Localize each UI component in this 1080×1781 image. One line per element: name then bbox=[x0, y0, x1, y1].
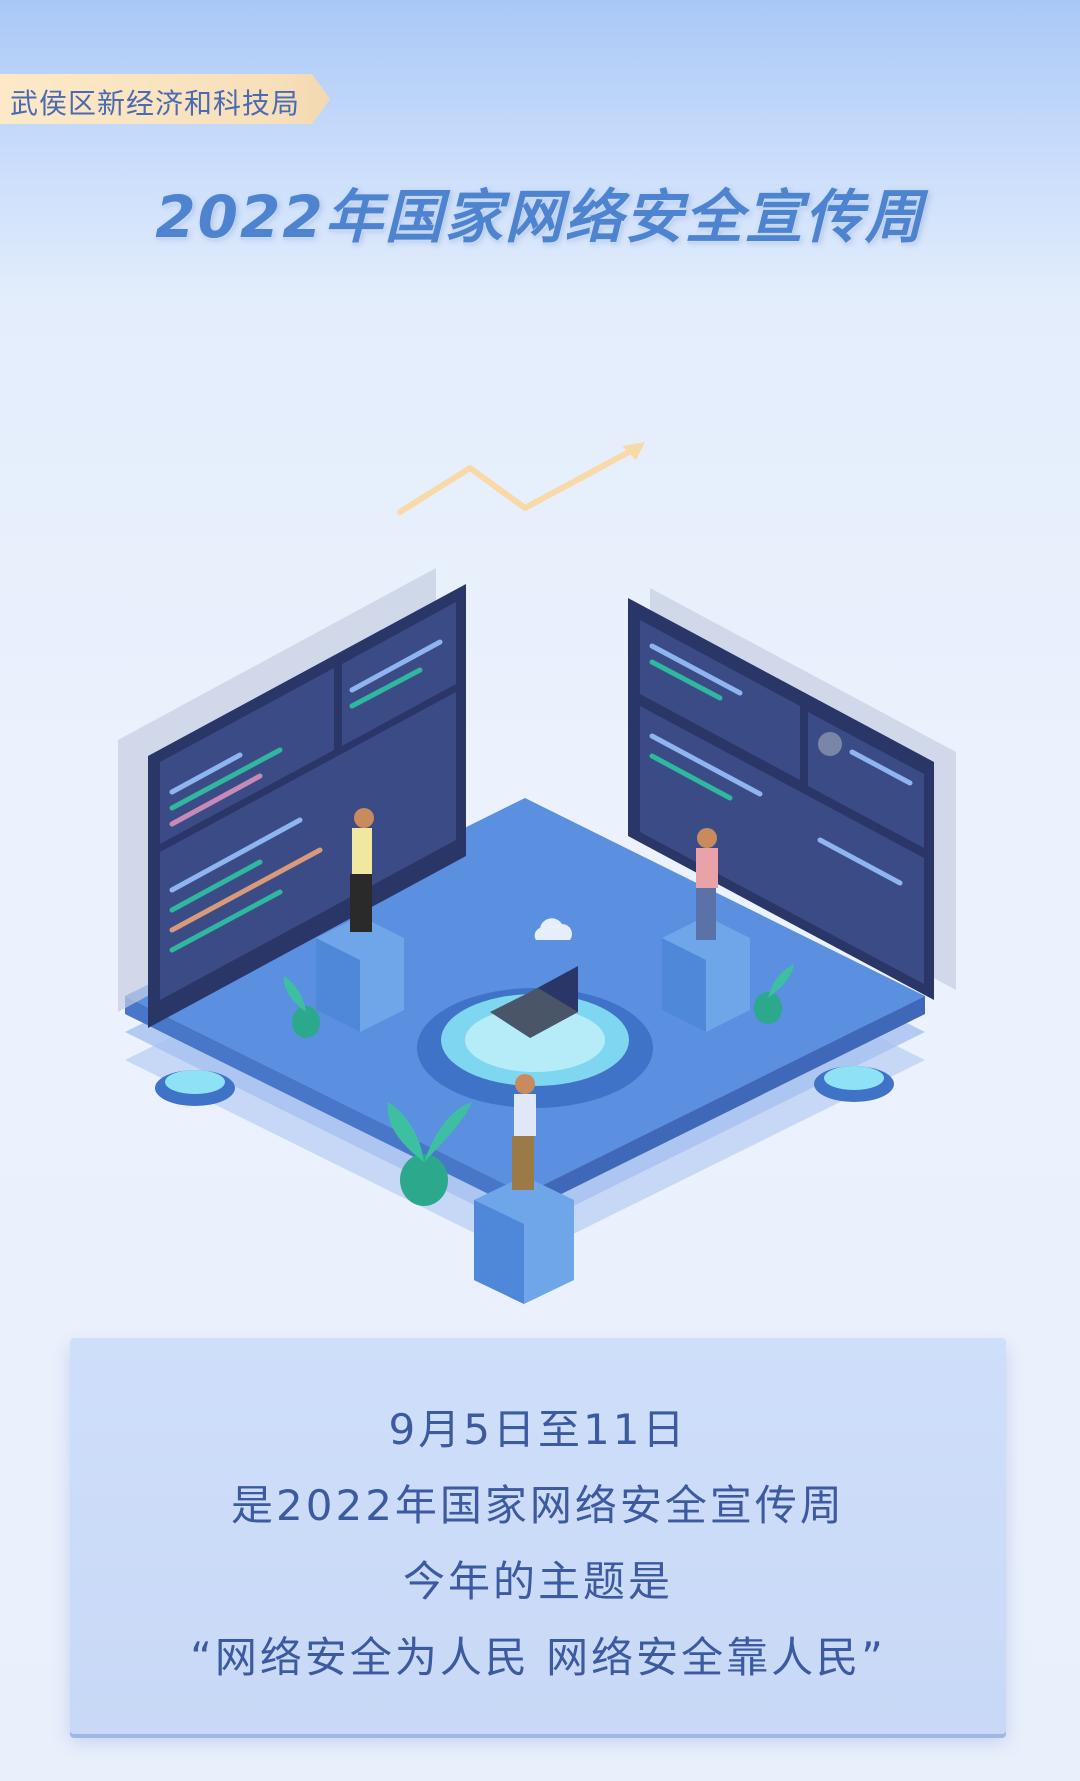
cloud-icon bbox=[534, 918, 572, 940]
left-screen bbox=[118, 568, 466, 1028]
people bbox=[350, 808, 718, 1190]
pedestals bbox=[316, 916, 750, 1304]
info-theme-label: 今年的主题是 bbox=[402, 1557, 673, 1606]
org-tag-label: 武侯区新经济和科技局 bbox=[10, 87, 301, 120]
info-theme: “网络安全为人民 网络安全靠人民” bbox=[190, 1633, 886, 1682]
plants bbox=[283, 964, 794, 1206]
info-event: 是2022年国家网络安全宣传周 bbox=[231, 1481, 845, 1530]
page-title: 2022年国家网络安全宣传周 bbox=[155, 183, 925, 251]
laptop-ring bbox=[417, 918, 653, 1108]
info-card: 9月5日至11日 是2022年国家网络安全宣传周 今年的主题是 “网络安全为人民… bbox=[70, 1338, 1006, 1734]
trend-arrow-icon bbox=[397, 442, 645, 515]
spotlights bbox=[155, 1066, 894, 1106]
info-date: 9月5日至11日 bbox=[388, 1405, 688, 1454]
right-screen bbox=[628, 588, 956, 1000]
illustration bbox=[118, 442, 956, 1304]
org-tag: 武侯区新经济和科技局 bbox=[0, 74, 330, 124]
